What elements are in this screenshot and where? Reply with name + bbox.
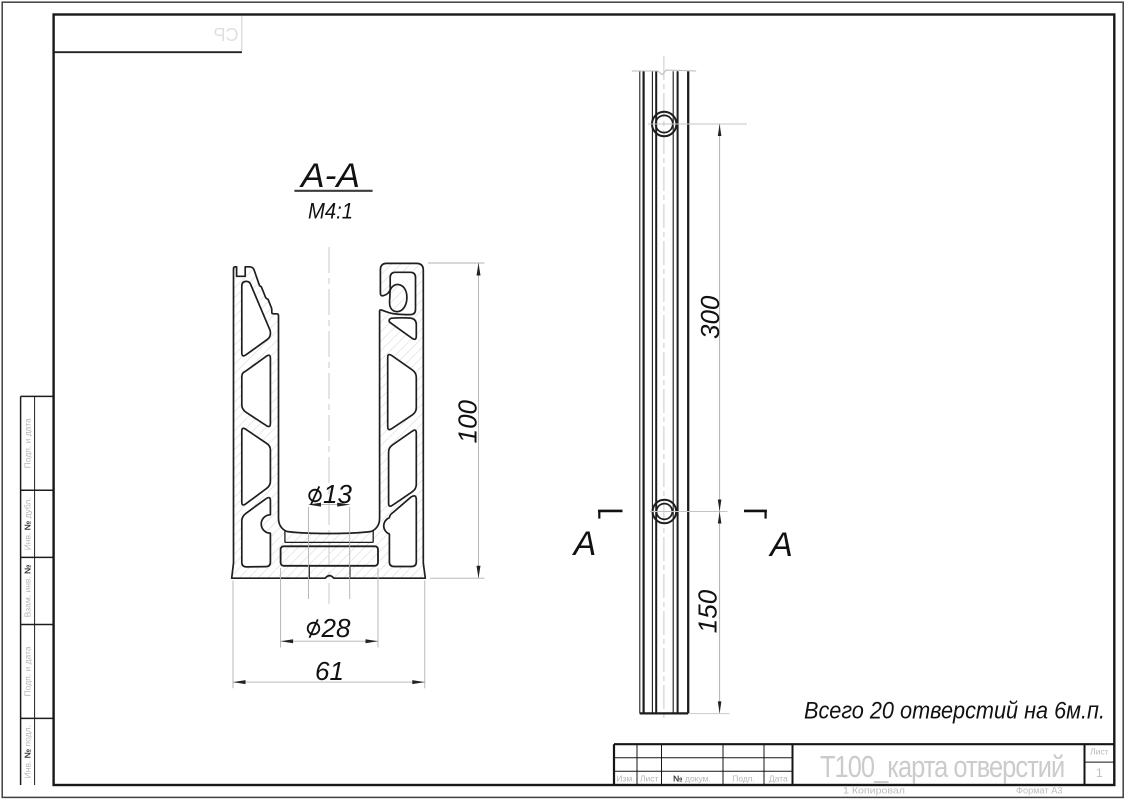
svg-text:А-А: А-А xyxy=(299,157,360,195)
svg-text:Подп.: Подп. xyxy=(732,774,755,784)
svg-text:А: А xyxy=(768,526,793,564)
svg-text:М4:1: М4:1 xyxy=(308,198,353,223)
svg-text:Инв. № дубл.: Инв. № дубл. xyxy=(23,497,33,550)
svg-text:1 Копировал: 1 Копировал xyxy=(843,785,905,796)
svg-text:Инв. № подл.: Инв. № подл. xyxy=(23,725,33,778)
svg-text:Подп. и дата: Подп. и дата xyxy=(23,646,33,696)
svg-text:№ докум.: № докум. xyxy=(673,774,711,784)
svg-text:СР: СР xyxy=(213,25,238,45)
svg-text:А: А xyxy=(572,525,597,563)
svg-text:Всего 20 отверстий на 6м.п.: Всего 20 отверстий на 6м.п. xyxy=(804,698,1105,725)
svg-text:Изм.: Изм. xyxy=(616,774,634,784)
svg-text:Лист: Лист xyxy=(1090,747,1109,757)
svg-text:1: 1 xyxy=(1096,766,1103,780)
svg-text:Т100_карта отверстий: Т100_карта отверстий xyxy=(820,750,1065,785)
svg-text:Лист: Лист xyxy=(640,774,659,784)
svg-text:150: 150 xyxy=(692,589,722,633)
svg-text:Взам. инв. №: Взам. инв. № xyxy=(23,564,33,618)
svg-text:Подп. и дата: Подп. и дата xyxy=(23,418,33,468)
svg-text:28: 28 xyxy=(321,613,351,643)
svg-text:300: 300 xyxy=(695,295,725,339)
svg-text:Формат А3: Формат А3 xyxy=(1016,785,1063,796)
svg-text:13: 13 xyxy=(323,479,352,509)
svg-text:Дата: Дата xyxy=(769,774,788,784)
svg-text:100: 100 xyxy=(453,399,483,443)
svg-text:61: 61 xyxy=(315,656,344,686)
